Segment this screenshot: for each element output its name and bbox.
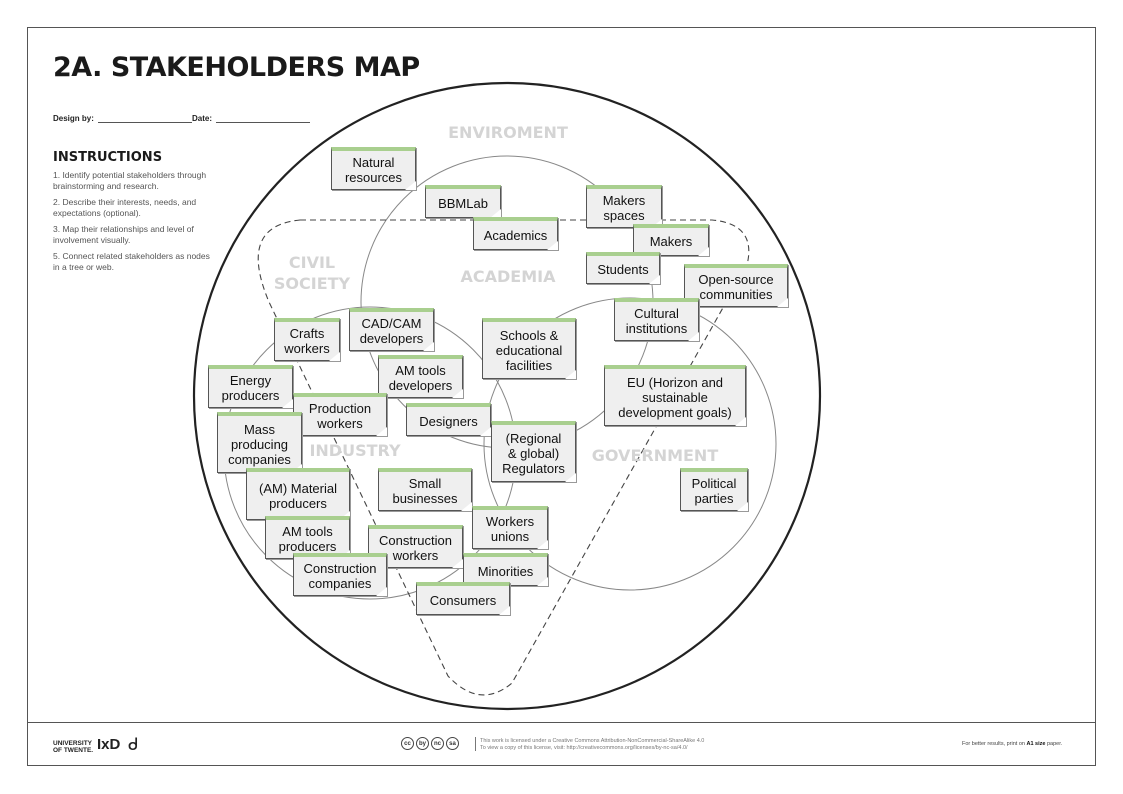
date-line — [216, 114, 311, 123]
sticky-note[interactable]: Academics — [473, 217, 558, 250]
region-label-industry: INDUSTRY — [309, 441, 401, 460]
sticky-note[interactable]: Makers spaces — [586, 185, 662, 228]
instruction-item: 1. Identify potential stakeholders throu… — [53, 170, 207, 191]
sticky-note[interactable]: Production workers — [293, 393, 387, 436]
instructions-heading: INSTRUCTIONS — [53, 150, 163, 165]
design-by-label: Design by: — [53, 114, 94, 123]
sticky-note[interactable]: Designers — [406, 403, 491, 436]
page-title: 2A. STAKEHOLDERS MAP — [53, 52, 420, 83]
sticky-note[interactable]: Open-source communities — [684, 264, 788, 307]
design-by-field[interactable]: Design by: — [53, 114, 192, 123]
footer-divider — [27, 722, 1096, 723]
sticky-note[interactable]: Schools & educational facilities — [482, 318, 576, 379]
instruction-item: 2. Describe their interests, needs, and … — [53, 197, 197, 218]
print-note: For better results, print on A1 size pap… — [962, 741, 1063, 747]
license-line: This work is licensed under a Creative C… — [480, 738, 705, 744]
sticky-note[interactable]: Energy producers — [208, 365, 293, 408]
sticky-note[interactable]: (Regional & global) Regulators — [491, 421, 576, 482]
region-label-environment: ENVIROMENT — [448, 123, 568, 142]
region-label-government: GOVERNMENT — [591, 446, 719, 465]
attribution-icon: by — [416, 737, 429, 750]
environment-circle — [192, 81, 822, 711]
date-label: Date: — [192, 114, 213, 123]
worksheet-frame — [27, 27, 1096, 766]
sticky-note[interactable]: CAD/CAM developers — [349, 308, 434, 351]
license-text: This work is licensed under a Creative C… — [480, 738, 704, 752]
region-label-academia: ACADEMIA — [460, 267, 556, 286]
sticky-note[interactable]: Cultural institutions — [614, 298, 699, 341]
sticky-note[interactable]: Small businesses — [378, 468, 472, 511]
region-label-civil-society: CIVIL SOCIETY — [273, 253, 351, 293]
sticky-note[interactable]: Natural resources — [331, 147, 416, 190]
date-field[interactable]: Date: — [192, 114, 311, 123]
sticky-note[interactable]: EU (Horizon and sustainable development … — [604, 365, 746, 426]
license-separator — [475, 737, 476, 751]
sticky-note[interactable]: Minorities — [463, 553, 548, 586]
instruction-item: 3. Map their relationships and level of … — [53, 224, 194, 245]
sticky-note[interactable]: Mass producing companies — [217, 412, 302, 473]
creative-commons-badge[interactable]: cc by nc sa — [401, 737, 459, 750]
sticky-note[interactable]: AM tools producers — [265, 516, 350, 559]
instruction-item: 5. Connect related stakeholders as nodes… — [53, 251, 210, 272]
civil-society-triangle — [257, 219, 750, 696]
sticky-note[interactable]: Political parties — [680, 468, 748, 511]
noncommercial-icon: nc — [431, 737, 444, 750]
university-of-twente-logo: UNIVERSITY OF TWENTE. — [53, 740, 94, 754]
license-link-line[interactable]: To view a copy of this license, visit: h… — [480, 745, 688, 751]
sticky-note[interactable]: BBMLab — [425, 185, 501, 218]
ixd-logo: IxD — [97, 736, 121, 753]
sticky-note[interactable]: Consumers — [416, 582, 510, 615]
design-by-line — [97, 114, 192, 123]
cc-icon: cc — [401, 737, 414, 750]
sharealike-icon: sa — [446, 737, 459, 750]
sticky-note[interactable]: Crafts workers — [274, 318, 340, 361]
sticky-note[interactable]: Students — [586, 252, 660, 284]
sticky-note[interactable]: Construction companies — [293, 553, 387, 596]
sticky-note[interactable]: Makers — [633, 224, 709, 256]
sticky-note[interactable]: Workers unions — [472, 506, 548, 549]
swirl-logo-icon: ᑯ — [128, 735, 139, 754]
sticky-note[interactable]: (AM) Material producers — [246, 468, 350, 520]
sticky-note[interactable]: AM tools developers — [378, 355, 463, 398]
